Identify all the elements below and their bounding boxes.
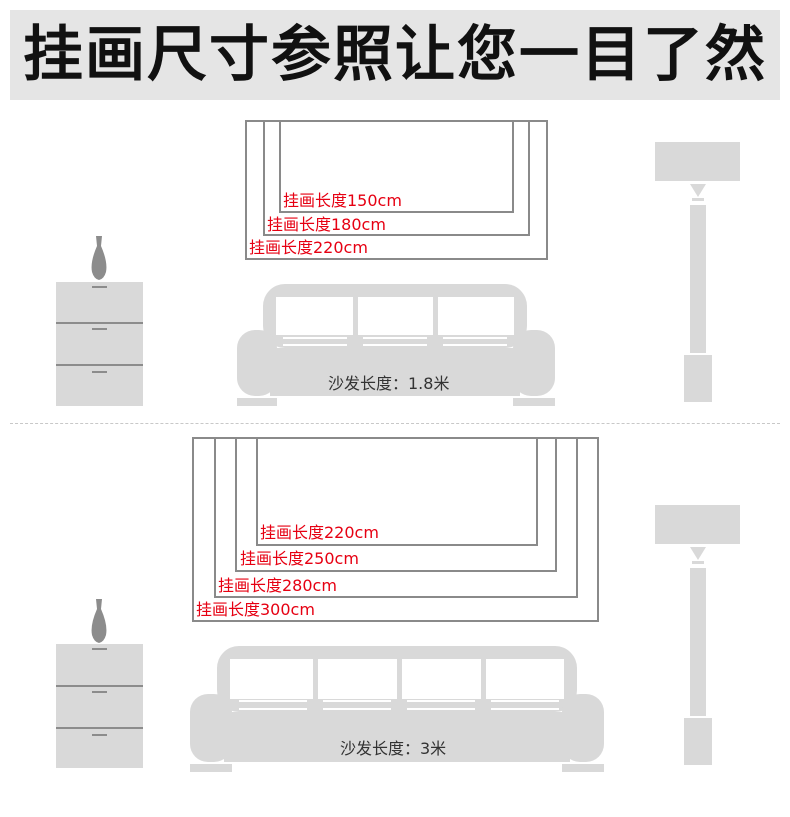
frame-label: 挂画长度280cm xyxy=(218,576,338,595)
floor-lamp-icon xyxy=(655,505,740,765)
frame-label: 挂画长度250cm xyxy=(240,549,360,568)
frame-label: 挂画长度220cm xyxy=(249,238,369,257)
nightstand-icon xyxy=(56,282,143,406)
sofa-length-caption: 沙发长度：3米 xyxy=(340,739,447,758)
vase-icon xyxy=(91,599,107,643)
sofa-length-caption: 沙发长度：1.8米 xyxy=(328,374,450,393)
frame-label: 挂画长度180cm xyxy=(267,215,387,234)
sofa-icon xyxy=(237,284,555,406)
vase-icon xyxy=(91,236,107,280)
frame-label: 挂画长度300cm xyxy=(196,600,316,619)
sofa-icon xyxy=(190,646,604,772)
title-banner: 挂画尺寸参照让您一目了然 xyxy=(10,10,780,100)
frame-outline-150cm xyxy=(279,120,514,213)
nightstand-icon xyxy=(56,644,143,768)
frame-label: 挂画长度220cm xyxy=(260,523,380,542)
frame-label: 挂画长度150cm xyxy=(283,191,403,210)
page-title: 挂画尺寸参照让您一目了然 xyxy=(23,20,767,90)
floor-lamp-icon xyxy=(655,142,740,402)
frame-outline-220cm xyxy=(256,437,538,546)
section-divider xyxy=(10,423,780,424)
